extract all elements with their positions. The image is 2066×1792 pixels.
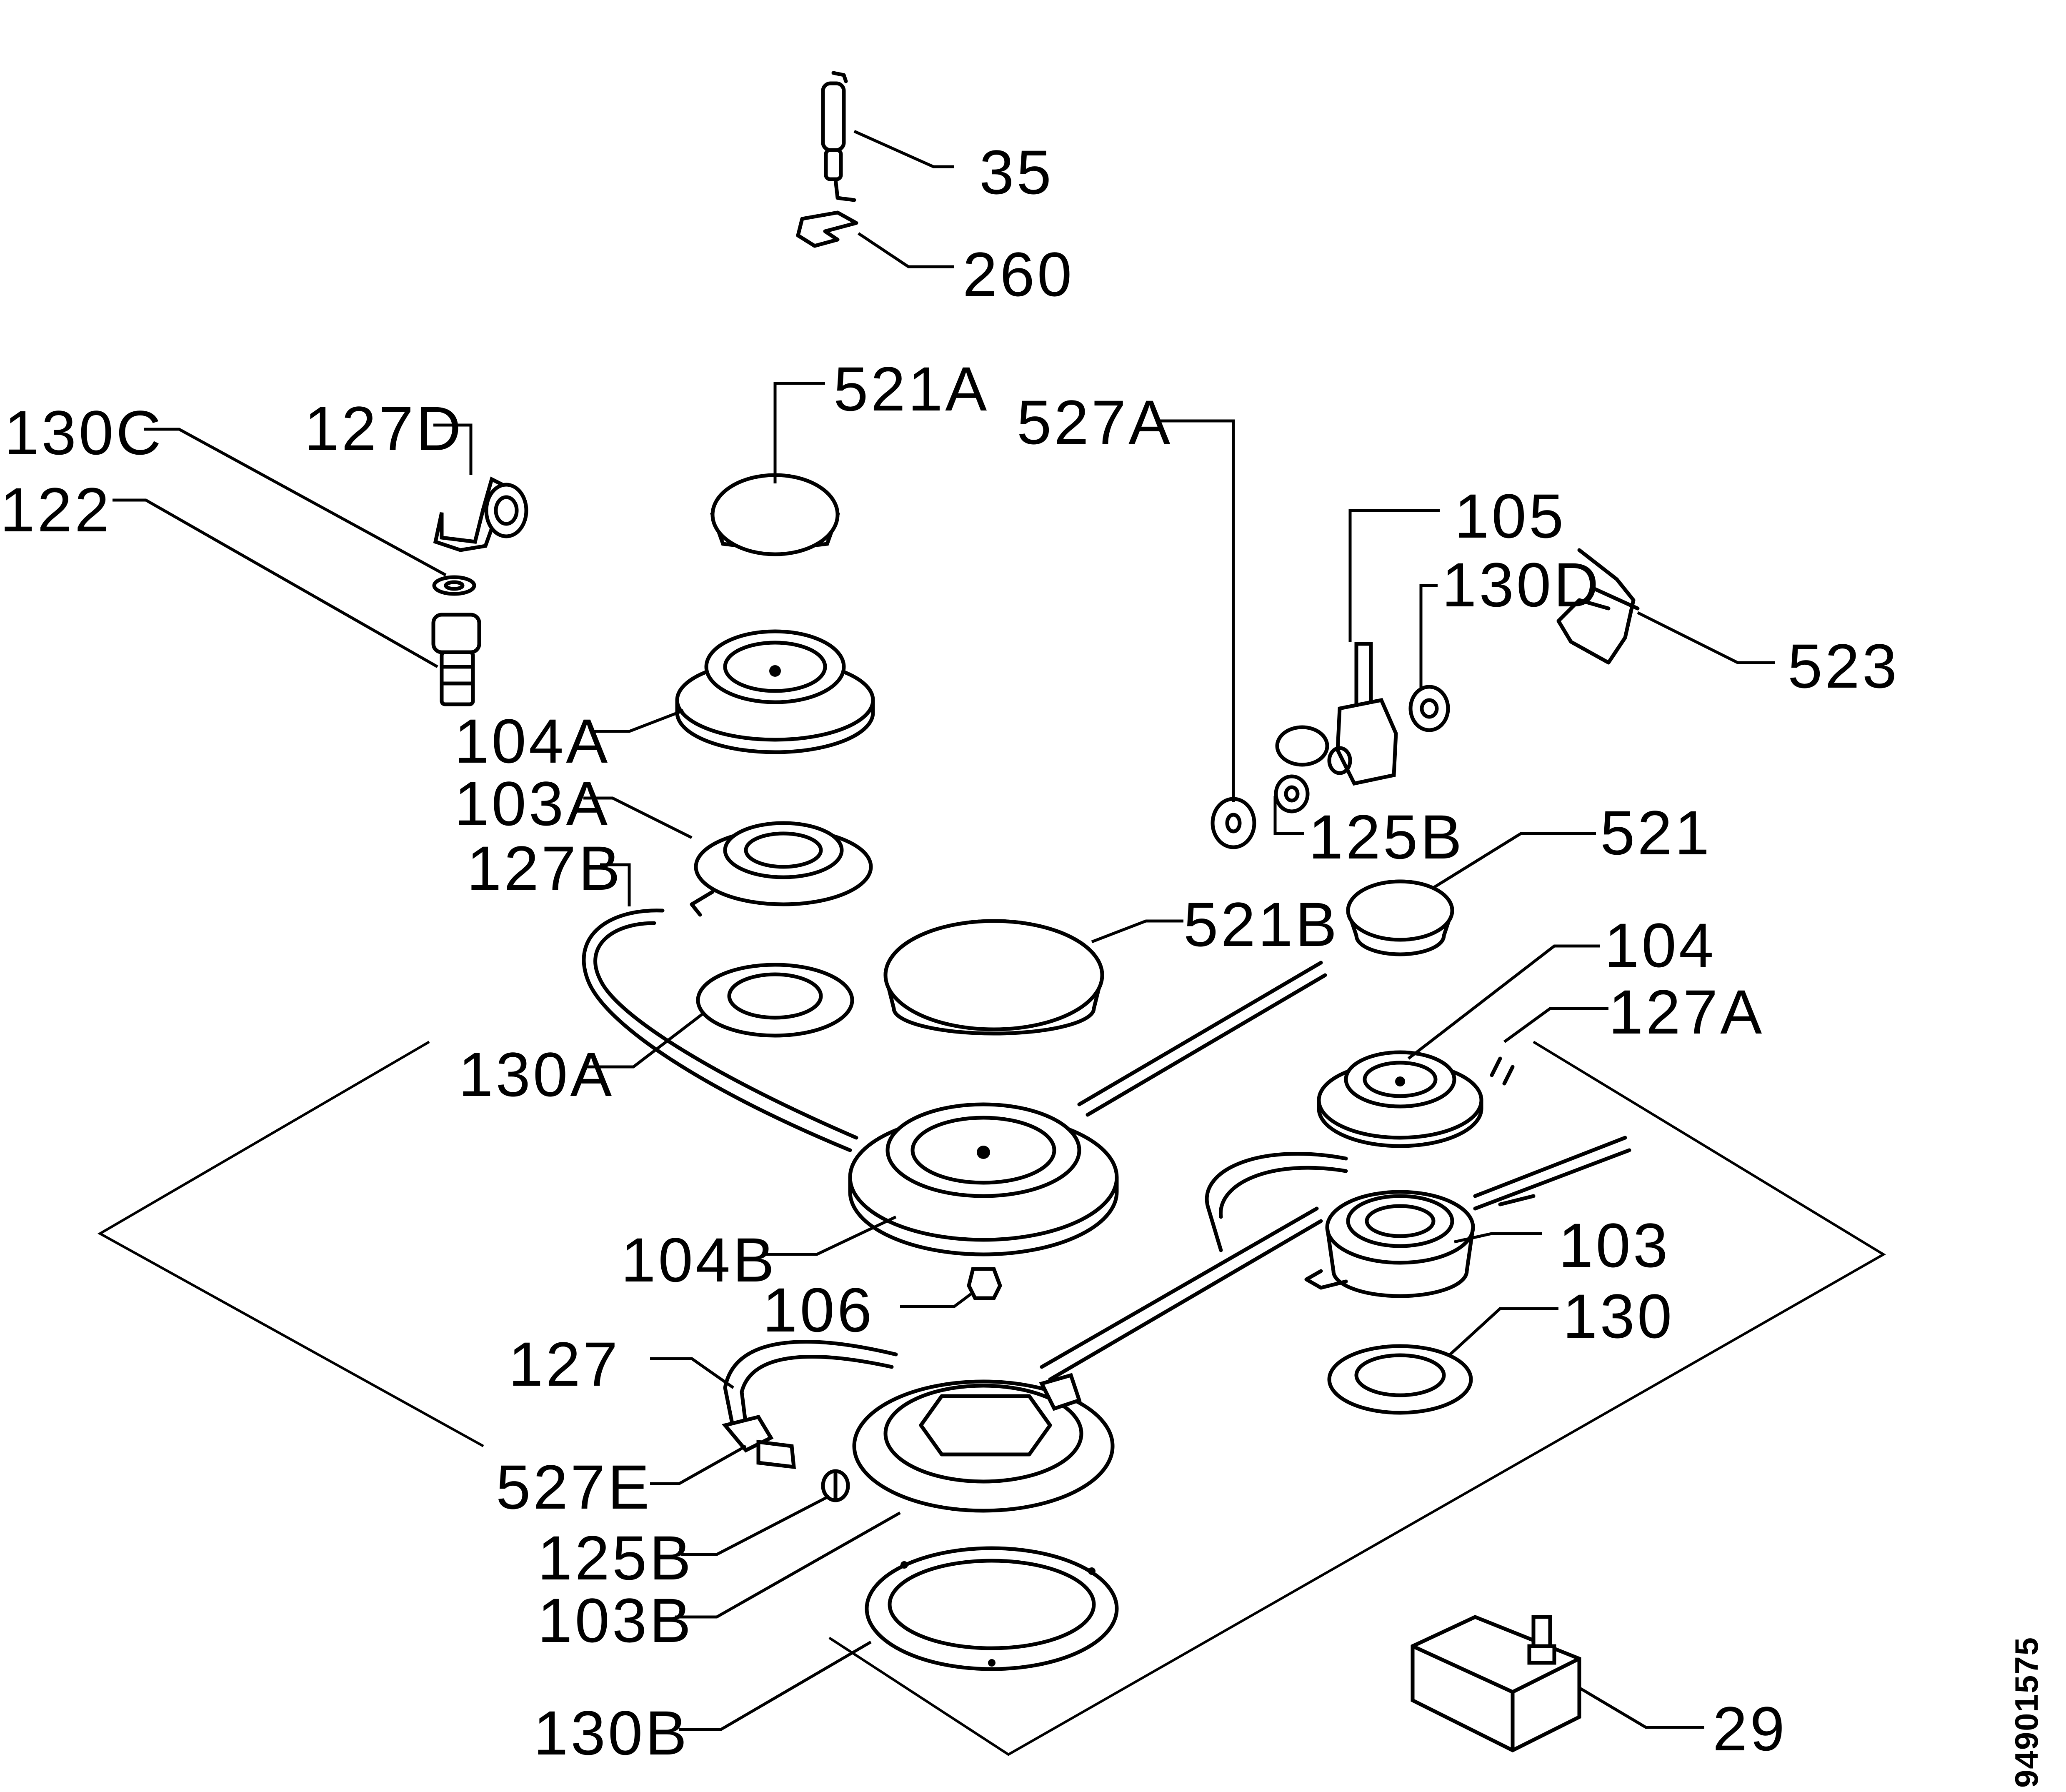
label-29: 29 bbox=[1713, 1694, 1787, 1764]
label-35: 35 bbox=[979, 137, 1054, 207]
burner-body-103A-part bbox=[690, 821, 873, 917]
injector-part bbox=[967, 1267, 1002, 1300]
label-127B: 127B bbox=[467, 833, 623, 903]
label-105: 105 bbox=[1454, 481, 1566, 551]
label-127A: 127A bbox=[1608, 977, 1764, 1047]
burner-cap-521B-part bbox=[883, 919, 1104, 1036]
label-521: 521 bbox=[1600, 798, 1712, 868]
label-104: 104 bbox=[1604, 910, 1716, 980]
leader-lines bbox=[113, 130, 1775, 1731]
label-521A: 521A bbox=[833, 354, 989, 424]
seal-125B-bottom-part bbox=[821, 1469, 850, 1502]
burner-cap-521A-part bbox=[710, 473, 840, 556]
elbow-connector-part bbox=[431, 476, 528, 706]
label-527E: 527E bbox=[496, 1452, 652, 1522]
gas-pipe-127B-part bbox=[582, 909, 858, 1152]
document-id: 94901575 bbox=[2008, 1637, 2045, 1788]
label-103A: 103A bbox=[454, 768, 610, 838]
burner-body-103-part bbox=[1304, 1190, 1475, 1298]
label-125B-bottom: 125B bbox=[538, 1523, 693, 1593]
seal-ring-130B-part bbox=[865, 1546, 1119, 1671]
label-523: 523 bbox=[1788, 631, 1899, 701]
gas-pipe-127A-part bbox=[1490, 1056, 1515, 1086]
label-260: 260 bbox=[963, 239, 1074, 309]
label-130D: 130D bbox=[1442, 550, 1601, 620]
label-527A: 527A bbox=[1017, 387, 1173, 457]
label-125B-top: 125B bbox=[1308, 802, 1464, 872]
seal-ring-130-part bbox=[1327, 1344, 1473, 1415]
burner-crown-104-part bbox=[1317, 1050, 1483, 1148]
label-104A: 104A bbox=[454, 706, 610, 776]
label-104B: 104B bbox=[621, 1225, 777, 1295]
label-130: 130 bbox=[1563, 1281, 1674, 1351]
label-130B: 130B bbox=[533, 1698, 689, 1768]
label-127: 127 bbox=[508, 1329, 620, 1399]
burner-crown-104A-part bbox=[675, 629, 875, 754]
seal-125B-top-part bbox=[1274, 774, 1310, 813]
gas-pipe-long-part bbox=[1040, 1206, 1323, 1382]
seal-ring-130A-part bbox=[696, 963, 854, 1038]
burner-crown-104B-part bbox=[848, 1102, 1119, 1256]
clip-part bbox=[796, 210, 858, 248]
label-130C: 130C bbox=[4, 398, 164, 468]
spark-electrode-part bbox=[821, 71, 856, 202]
label-106: 106 bbox=[763, 1275, 874, 1345]
bracket-523-part bbox=[1556, 548, 1640, 665]
label-521B: 521B bbox=[1183, 889, 1339, 959]
burner-body-103B-part bbox=[852, 1373, 1115, 1513]
label-103B: 103B bbox=[538, 1585, 693, 1655]
burner-cap-521-part bbox=[1346, 879, 1454, 956]
ignition-box-part bbox=[1411, 1615, 1581, 1753]
gas-pipe-right-part bbox=[1205, 1136, 1631, 1252]
label-122: 122 bbox=[0, 475, 112, 545]
nut-527A-part bbox=[1211, 797, 1256, 849]
gas-tap-part bbox=[1275, 642, 1398, 786]
gas-pipe-rear-part bbox=[1077, 961, 1327, 1117]
hob-frame-outline bbox=[97, 1041, 1886, 1756]
gas-hose-127-part bbox=[721, 1340, 898, 1469]
part-labels: 35 260 521A 527A 130C 127D 122 105 130D … bbox=[0, 137, 1899, 1768]
washer-130D-part bbox=[1408, 685, 1450, 732]
label-103: 103 bbox=[1558, 1210, 1670, 1280]
label-127D: 127D bbox=[304, 393, 464, 463]
label-130A: 130A bbox=[458, 1039, 614, 1109]
